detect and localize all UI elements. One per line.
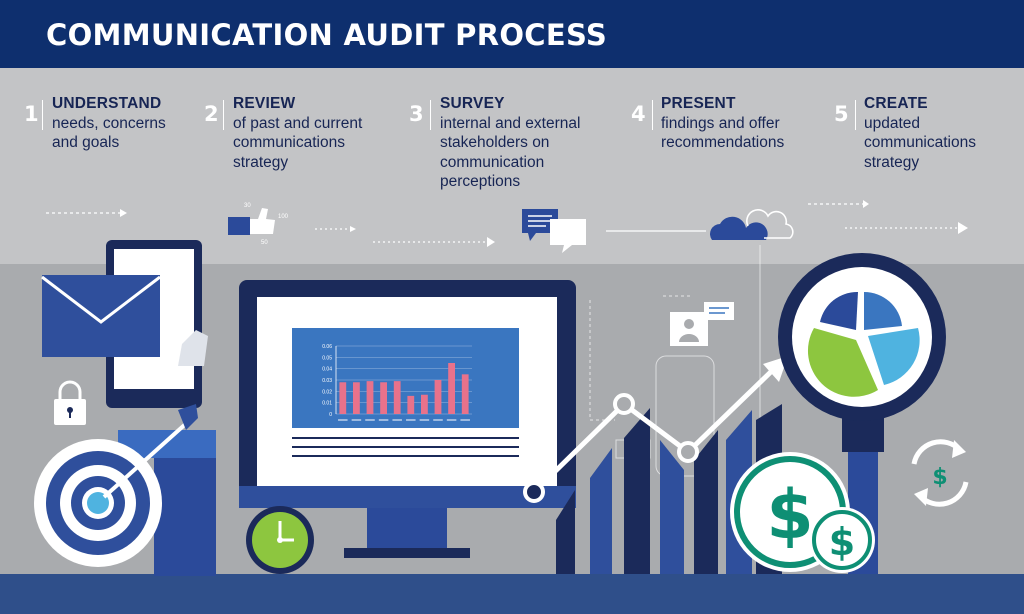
chat-bubbles-icon [522, 209, 586, 253]
step-title: SURVEY [440, 95, 505, 112]
step-text: PRESENT findings and offer recommendatio… [661, 94, 784, 153]
pie-chart-icon [807, 291, 920, 397]
like-count-b: 100 [278, 214, 289, 220]
dollar-coin-small-icon: $ [809, 507, 875, 573]
trend-line [523, 356, 788, 503]
step-title: CREATE [864, 95, 928, 112]
step-line: communications [233, 134, 345, 151]
target-icon [34, 404, 216, 576]
step-line: recommendations [661, 134, 785, 151]
chart-bar [380, 382, 387, 414]
step-text: UNDERSTAND needs, concerns and goals [52, 94, 166, 153]
step-line: perceptions [440, 173, 521, 190]
step-line: findings and offer [661, 114, 780, 132]
footer-bar [0, 574, 1024, 614]
chart-bar [421, 394, 428, 414]
dollar-sign: $ [766, 476, 813, 555]
chart-bar [407, 395, 415, 414]
thumbs-up-icon: 30 100 50 [228, 203, 289, 246]
step-divider [223, 100, 224, 130]
step-text: SURVEY internal and external stakeholder… [440, 94, 580, 192]
chart-bar [448, 363, 455, 414]
chart-y-tick: 0.05 [322, 355, 332, 361]
step-title: PRESENT [661, 95, 736, 112]
step-divider [652, 100, 653, 130]
like-count-a: 30 [244, 203, 251, 209]
chart-y-tick: 0.02 [322, 389, 332, 395]
chart-bar [461, 374, 469, 414]
chart-bar [339, 382, 347, 414]
header-bar: COMMUNICATION AUDIT PROCESS [0, 0, 1024, 68]
chart-y-tick: 0.01 [322, 401, 332, 407]
step-title: REVIEW [233, 95, 296, 112]
step-divider [855, 100, 856, 130]
like-count-c: 50 [261, 240, 268, 246]
step-text: REVIEW of past and current communication… [233, 94, 362, 172]
chart-bar [353, 382, 360, 414]
dollar-cycle-icon: $ [911, 439, 969, 507]
screen-chart: 0.06 0.05 0.04 0.03 0.02 0.01 0 [292, 328, 519, 428]
step-line: needs, concerns [52, 114, 166, 132]
chart-y-tick: 0.03 [322, 378, 332, 384]
step-line: updated [864, 114, 921, 132]
step-line: communications [864, 134, 976, 151]
dollar-sign: $ [829, 520, 855, 564]
chart-y-tick: 0.06 [322, 344, 332, 350]
lock-icon [54, 380, 86, 425]
step-divider [42, 100, 43, 130]
hand-icon [178, 330, 208, 366]
page-title: COMMUNICATION AUDIT PROCESS [46, 18, 608, 52]
step-title: UNDERSTAND [52, 95, 162, 112]
chart-bar [434, 380, 442, 414]
step-line: strategy [233, 153, 289, 171]
step-number: 5 [834, 102, 849, 126]
cloud-icon [710, 209, 794, 240]
step-line: and goals [52, 134, 120, 151]
step-number: 4 [631, 102, 646, 126]
chart-y-tick: 0.04 [322, 367, 332, 373]
flow-arrows [46, 200, 968, 247]
chart-bar [366, 381, 374, 414]
chart-y-tick: 0 [329, 412, 332, 418]
step-text: CREATE updated communications strategy [864, 94, 976, 172]
step-line: of past and current [233, 114, 363, 132]
step-line: strategy [864, 153, 920, 171]
step-number: 1 [24, 102, 39, 126]
step-line: communication [440, 153, 545, 171]
step-line: stakeholders on [440, 134, 550, 151]
step-number: 2 [204, 102, 219, 126]
clock-icon [246, 506, 314, 574]
chart-bar [393, 381, 401, 414]
envelope-icon [41, 275, 161, 357]
step-line: internal and external [440, 114, 581, 132]
step-number: 3 [409, 102, 424, 126]
steps-band [0, 68, 1024, 264]
dollar-sign: $ [932, 465, 947, 490]
profile-card-icon [670, 302, 734, 346]
step-divider [430, 100, 431, 130]
